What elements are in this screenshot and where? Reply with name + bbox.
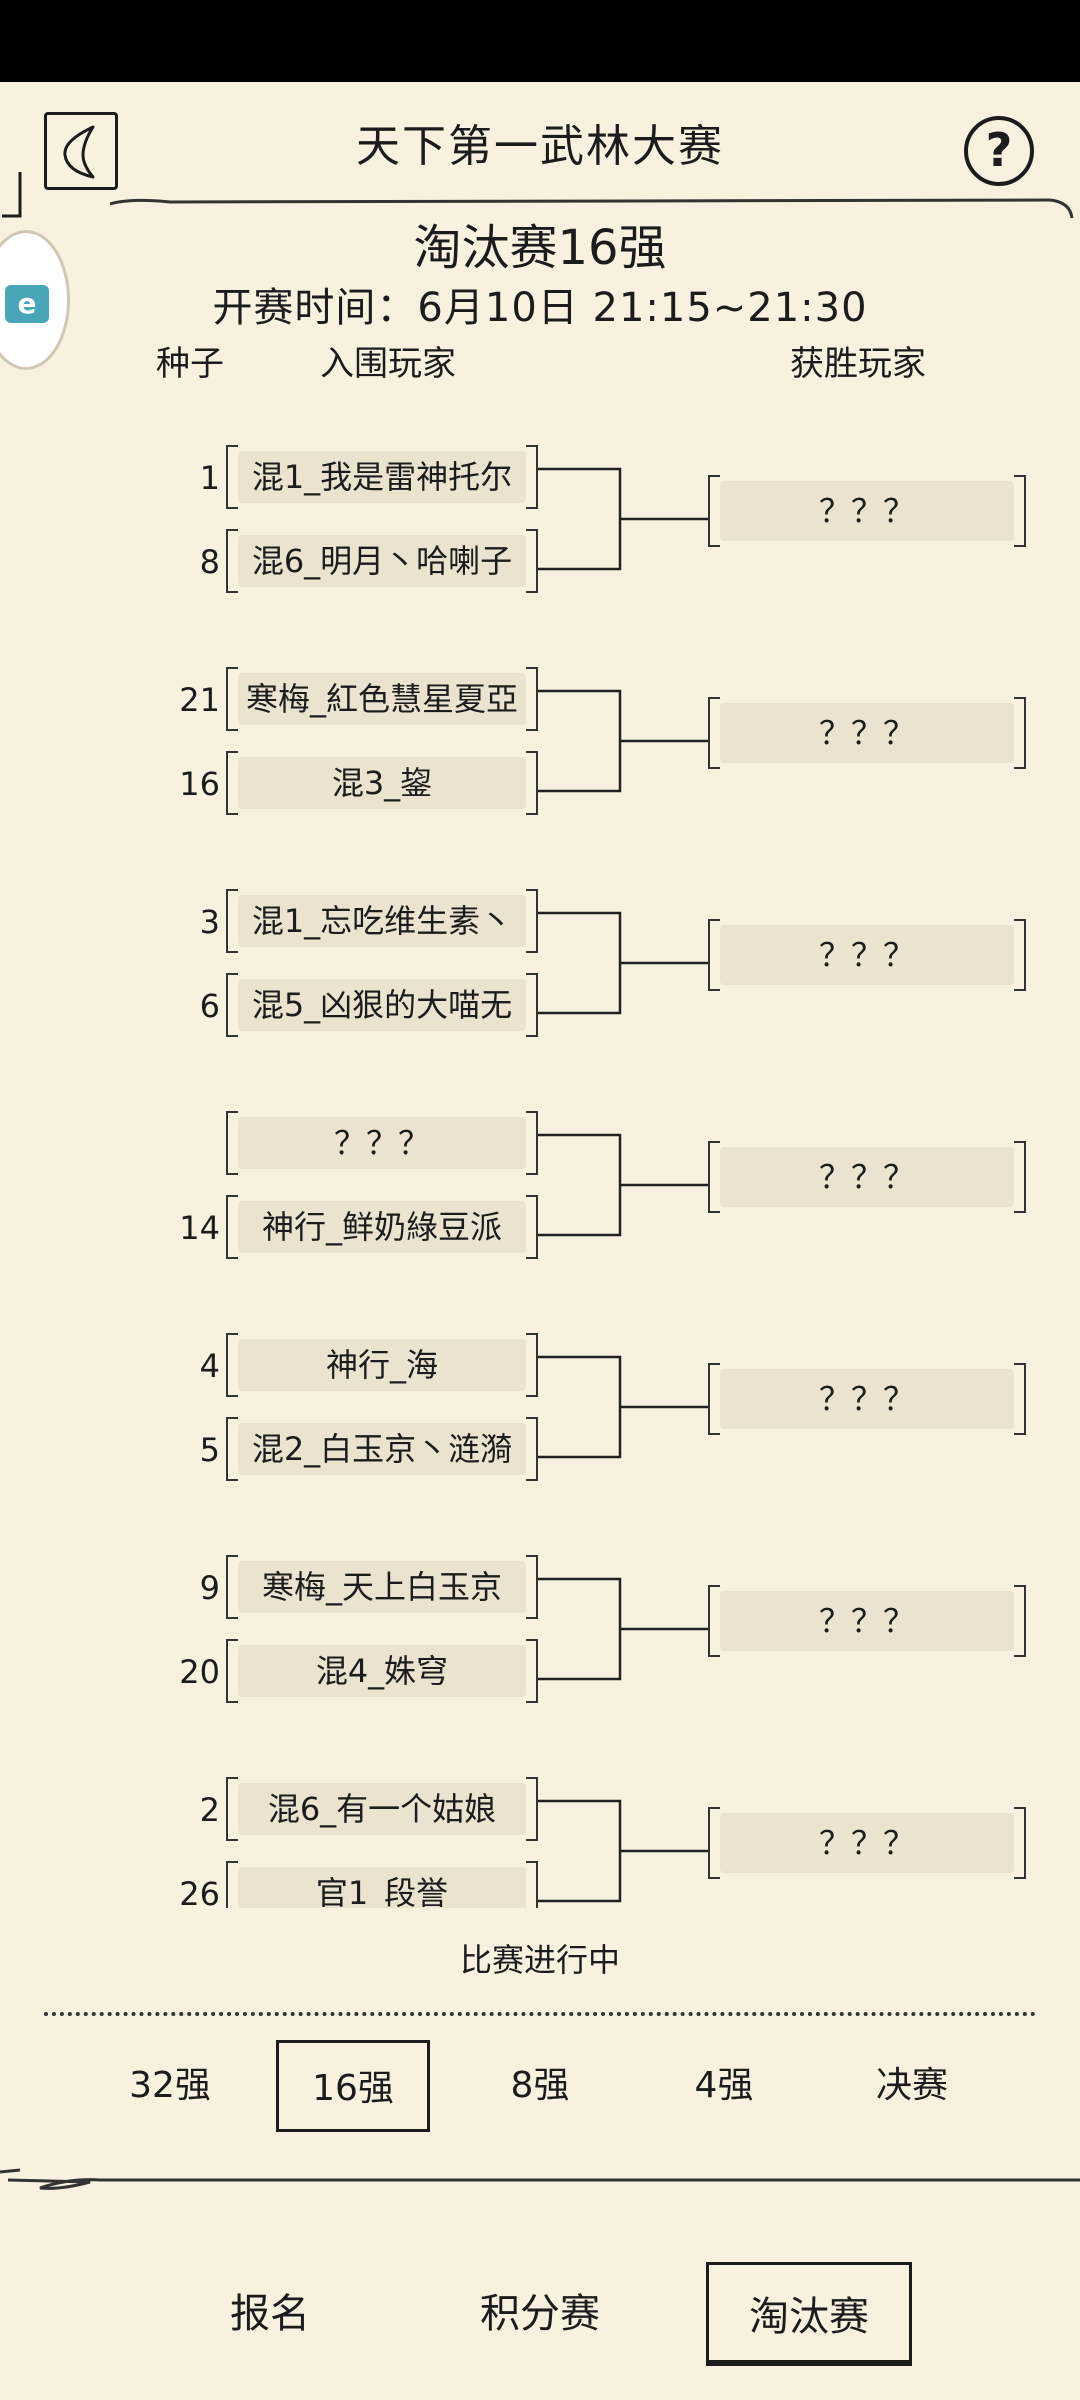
entrant-name: 混4_姝穹 bbox=[315, 1652, 449, 1690]
header: 天下第一武林大赛 ? bbox=[0, 82, 1080, 219]
column-header-seed: 种子 bbox=[156, 344, 224, 384]
seed-number: 4 bbox=[199, 1347, 220, 1385]
bracket-connector bbox=[538, 1133, 708, 1237]
seed-number: 6 bbox=[199, 987, 220, 1025]
round-title: 淘汰赛16强 bbox=[413, 220, 667, 276]
entrant-slot[interactable]: 混4_姝穹 bbox=[226, 1639, 538, 1703]
entrant-name: ？？？ bbox=[333, 1124, 430, 1162]
entrant-name: 寒梅_天上白玉京 bbox=[261, 1568, 502, 1606]
seed-number: 5 bbox=[199, 1431, 220, 1469]
back-button-decoration bbox=[2, 172, 22, 218]
round-tab-32[interactable]: 32强 bbox=[129, 2065, 211, 2106]
entrant-slot[interactable]: 混3_鋆 bbox=[226, 751, 538, 815]
entrant-slot[interactable]: 混6_有一个姑娘 bbox=[226, 1777, 538, 1841]
help-button[interactable]: ? bbox=[964, 116, 1034, 186]
winner-name: ？？？ bbox=[818, 1824, 915, 1862]
seed-number: 1 bbox=[199, 459, 220, 497]
nav-tab-knockout[interactable]: 淘汰赛 bbox=[706, 2262, 912, 2366]
entrant-slot[interactable]: 神行_鲜奶綠豆派 bbox=[226, 1195, 538, 1259]
entrant-name: 混6_有一个姑娘 bbox=[267, 1790, 497, 1828]
entrant-name: 寒梅_紅色慧星夏亞 bbox=[245, 680, 518, 718]
entrant-name: 混1_忘吃维生素丶 bbox=[251, 902, 513, 940]
column-header-entrants: 入围玩家 bbox=[320, 344, 456, 384]
winner-name: ？？？ bbox=[818, 714, 915, 752]
side-event-badge[interactable]: e bbox=[0, 230, 70, 370]
round-tab-4[interactable]: 4强 bbox=[694, 2065, 754, 2106]
match-status: 比赛进行中 bbox=[459, 1941, 620, 1979]
start-time: 开赛时间：6月10日 21:15~21:30 bbox=[212, 285, 868, 331]
bracket-lines bbox=[538, 467, 708, 1903]
seed-number: 9 bbox=[199, 1569, 220, 1607]
winner-slot[interactable]: ？？？ bbox=[708, 1807, 1026, 1879]
seed-number: 2 bbox=[199, 1791, 220, 1829]
entrant-name: 神行_海 bbox=[325, 1346, 438, 1384]
entrant-name: 神行_鲜奶綠豆派 bbox=[261, 1208, 502, 1246]
back-button[interactable] bbox=[44, 112, 118, 190]
entrant-slot[interactable]: 神行_海 bbox=[226, 1333, 538, 1397]
winner-slot[interactable]: ？？？ bbox=[708, 919, 1026, 991]
winner-name: ？？？ bbox=[818, 936, 915, 974]
bracket-list[interactable]: 1 混1_我是雷神托尔 8 混6_明月丶哈喇子 ？？？ 21 寒梅_紅色慧星夏亞 16 混3_鋆… bbox=[0, 400, 1080, 1908]
bracket-connector bbox=[538, 1799, 708, 1903]
bracket-connector bbox=[538, 911, 708, 1015]
entrant-slot[interactable]: ？？？ bbox=[226, 1111, 538, 1175]
bracket-connector bbox=[538, 467, 708, 571]
winner-slot[interactable]: ？？？ bbox=[708, 1363, 1026, 1435]
seed-number: 21 bbox=[179, 681, 220, 719]
seed-number: 3 bbox=[199, 903, 220, 941]
round-tab-final[interactable]: 决赛 bbox=[875, 2065, 948, 2106]
entrant-slot[interactable]: 官1_段誉 bbox=[226, 1861, 538, 1908]
column-header-winner: 获胜玩家 bbox=[790, 344, 926, 384]
winner-slot[interactable]: ？？？ bbox=[708, 475, 1026, 547]
entrant-name: 混2_白玉京丶涟漪 bbox=[251, 1430, 513, 1468]
winner-slot[interactable]: ？？？ bbox=[708, 697, 1026, 769]
dotted-divider bbox=[44, 2012, 1036, 2016]
header-divider bbox=[110, 198, 1074, 219]
status-bar bbox=[0, 0, 1080, 82]
entrant-slot[interactable]: 混2_白玉京丶涟漪 bbox=[226, 1417, 538, 1481]
bracket-connector bbox=[538, 1355, 708, 1459]
round-tabs: 32强 16强 8强 4强 决赛 bbox=[0, 2030, 1080, 2140]
entrant-name: 官1_段誉 bbox=[315, 1874, 449, 1908]
event-icon: e bbox=[5, 285, 49, 323]
winner-name: ？？？ bbox=[818, 1158, 915, 1196]
bracket-connector bbox=[538, 1577, 708, 1681]
seed-number: 14 bbox=[179, 1209, 220, 1247]
round-tab-16[interactable]: 16强 bbox=[276, 2040, 430, 2132]
nav-tab-signup[interactable]: 报名 bbox=[230, 2291, 310, 2337]
winner-name: ？？？ bbox=[818, 492, 915, 530]
page-title: 天下第一武林大赛 bbox=[356, 121, 724, 172]
seed-number: 20 bbox=[179, 1653, 220, 1691]
seed-number: 16 bbox=[179, 765, 220, 803]
entrant-name: 混5_凶狠的大喵无 bbox=[251, 986, 513, 1024]
winner-name: ？？？ bbox=[818, 1602, 915, 1640]
nav-tab-points[interactable]: 积分赛 bbox=[480, 2291, 600, 2337]
entrant-slot[interactable]: 寒梅_紅色慧星夏亞 bbox=[226, 667, 538, 731]
bracket-connector bbox=[538, 689, 708, 793]
entrant-slot[interactable]: 混1_忘吃维生素丶 bbox=[226, 889, 538, 953]
winner-slot[interactable]: ？？？ bbox=[708, 1585, 1026, 1657]
footer-divider bbox=[0, 2168, 1080, 2190]
seed-number: 26 bbox=[179, 1875, 220, 1908]
entrant-name: 混3_鋆 bbox=[331, 764, 433, 802]
entrant-name: 混1_我是雷神托尔 bbox=[251, 458, 513, 496]
round-tab-8[interactable]: 8强 bbox=[510, 2065, 570, 2106]
seed-number: 8 bbox=[199, 543, 220, 581]
entrant-slot[interactable]: 混5_凶狠的大喵无 bbox=[226, 973, 538, 1037]
winner-name: ？？？ bbox=[818, 1380, 915, 1418]
back-arrow-icon bbox=[63, 125, 95, 179]
entrant-slot[interactable]: 混6_明月丶哈喇子 bbox=[226, 529, 538, 593]
entrant-slot[interactable]: 混1_我是雷神托尔 bbox=[226, 445, 538, 509]
entrant-name: 混6_明月丶哈喇子 bbox=[251, 542, 513, 580]
winner-slot[interactable]: ？？？ bbox=[708, 1141, 1026, 1213]
entrant-slot[interactable]: 寒梅_天上白玉京 bbox=[226, 1555, 538, 1619]
